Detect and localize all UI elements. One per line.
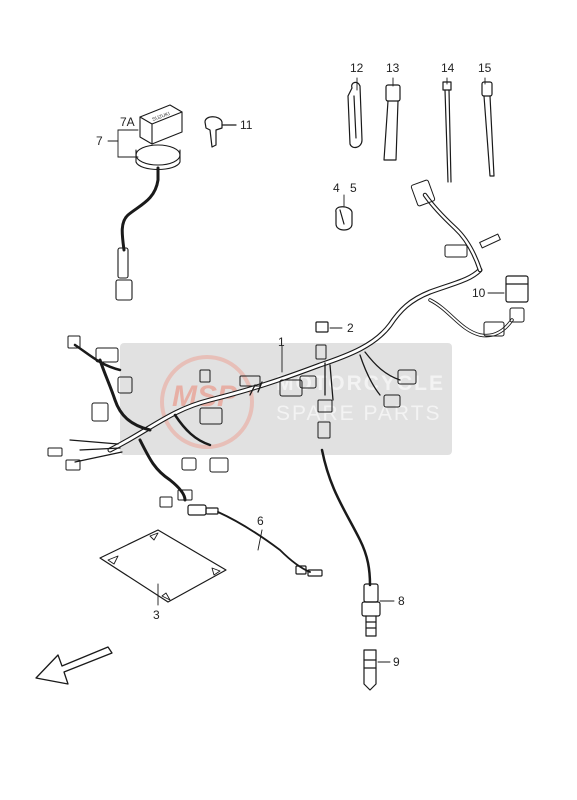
sheet-3	[99, 529, 227, 603]
ignition-key	[204, 116, 237, 148]
watermark-brand-top: MOTORCYCLE	[276, 372, 445, 395]
callout-7a: 7A	[120, 115, 135, 129]
sensor-8	[361, 583, 381, 637]
callout-7: 7	[96, 134, 103, 148]
watermark-brand-bottom: SPARE PARTS	[276, 402, 442, 425]
cable-tie-15	[481, 81, 495, 177]
clip-4-5	[335, 206, 353, 231]
callout-2: 2	[347, 321, 354, 335]
callout-5: 5	[350, 181, 357, 195]
callout-13: 13	[386, 61, 400, 75]
clamp-12	[347, 81, 363, 149]
cable-tie-14	[442, 81, 452, 183]
harness-connectors	[47, 179, 525, 508]
callout-14: 14	[441, 61, 455, 75]
main-wiring-harness	[69, 192, 514, 587]
lead-wire-6	[187, 504, 323, 577]
band-13	[383, 84, 401, 161]
callout-3: 3	[153, 608, 160, 622]
fuse-2	[315, 321, 329, 333]
leader-lines	[107, 77, 505, 663]
ignition-switch	[115, 104, 183, 301]
callout-6: 6	[257, 514, 264, 528]
callout-9: 9	[393, 655, 400, 669]
callout-4: 4	[333, 181, 340, 195]
callout-1: 1	[278, 335, 285, 349]
callout-11: 11	[240, 118, 253, 132]
callout-15: 15	[478, 61, 492, 75]
pin-9	[363, 649, 377, 691]
callout-8: 8	[398, 594, 405, 608]
front-arrow	[35, 646, 113, 685]
watermark-logo	[160, 355, 254, 449]
callout-10: 10	[472, 286, 486, 300]
callout-12: 12	[350, 61, 364, 75]
relay-10	[505, 275, 529, 303]
